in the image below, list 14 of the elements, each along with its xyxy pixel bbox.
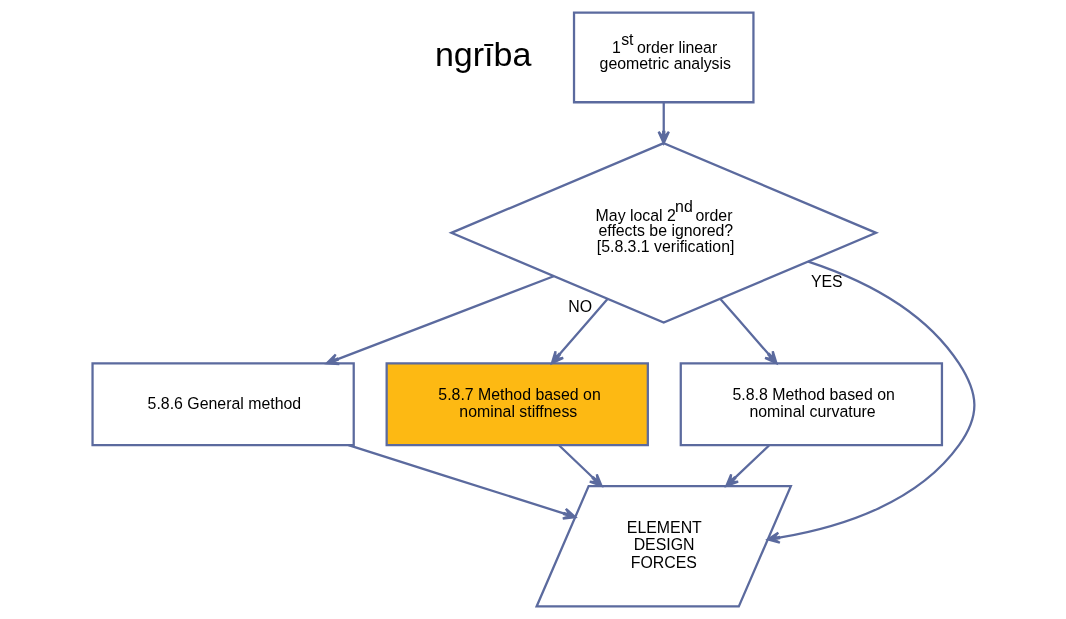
edge-label: YES: [810, 273, 843, 291]
arrow: [347, 444, 576, 520]
arrow: [657, 102, 670, 145]
node-box: 5.8.8 Method based on nominal curvature: [679, 362, 943, 447]
arrow: [557, 444, 603, 487]
edge-label: NO: [567, 298, 592, 316]
arrow: [724, 444, 770, 487]
arrow: [550, 298, 608, 365]
node-box: 5.8.7 Method based on nominal stiffness: [385, 362, 649, 447]
arrow: [325, 275, 554, 366]
node-box: 5.8.6 General method: [90, 362, 355, 447]
label: ngrība: [434, 34, 531, 73]
arrow: [766, 260, 975, 544]
arrow: [719, 298, 778, 365]
